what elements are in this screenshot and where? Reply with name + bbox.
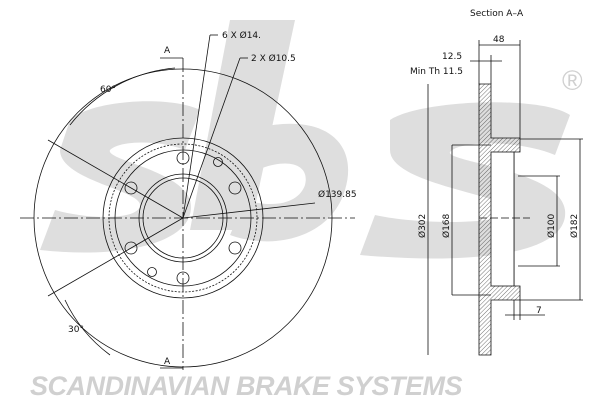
d168-label: Ø168: [441, 213, 452, 238]
front-view: [20, 34, 355, 370]
registered-mark: ®: [562, 65, 583, 96]
section-marker-top: A: [164, 46, 171, 56]
section-title: Section A–A: [470, 9, 524, 19]
offset-7-label: 7: [536, 306, 542, 316]
thickness-label: 12.5: [442, 52, 462, 62]
angle-60-label: 60°: [100, 85, 116, 95]
height-48-label: 48: [493, 35, 505, 45]
bolt-holes-label: 6 X Ø14.: [222, 30, 261, 41]
section-marker-bottom: A: [164, 357, 171, 367]
d100-label: Ø100: [546, 213, 557, 238]
brand-watermark: SCANDINAVIAN BRAKE SYSTEMS: [30, 371, 463, 400]
angle-30-label: 30°: [68, 325, 84, 335]
pcd-label: Ø139.85: [318, 189, 357, 200]
d182-label: Ø182: [569, 214, 580, 238]
min-thickness-label: Min Th 11.5: [410, 67, 463, 77]
section-view: [427, 40, 583, 356]
d302-label: Ø302: [417, 214, 428, 238]
pin-holes-label: 2 X Ø10.5: [251, 53, 296, 64]
